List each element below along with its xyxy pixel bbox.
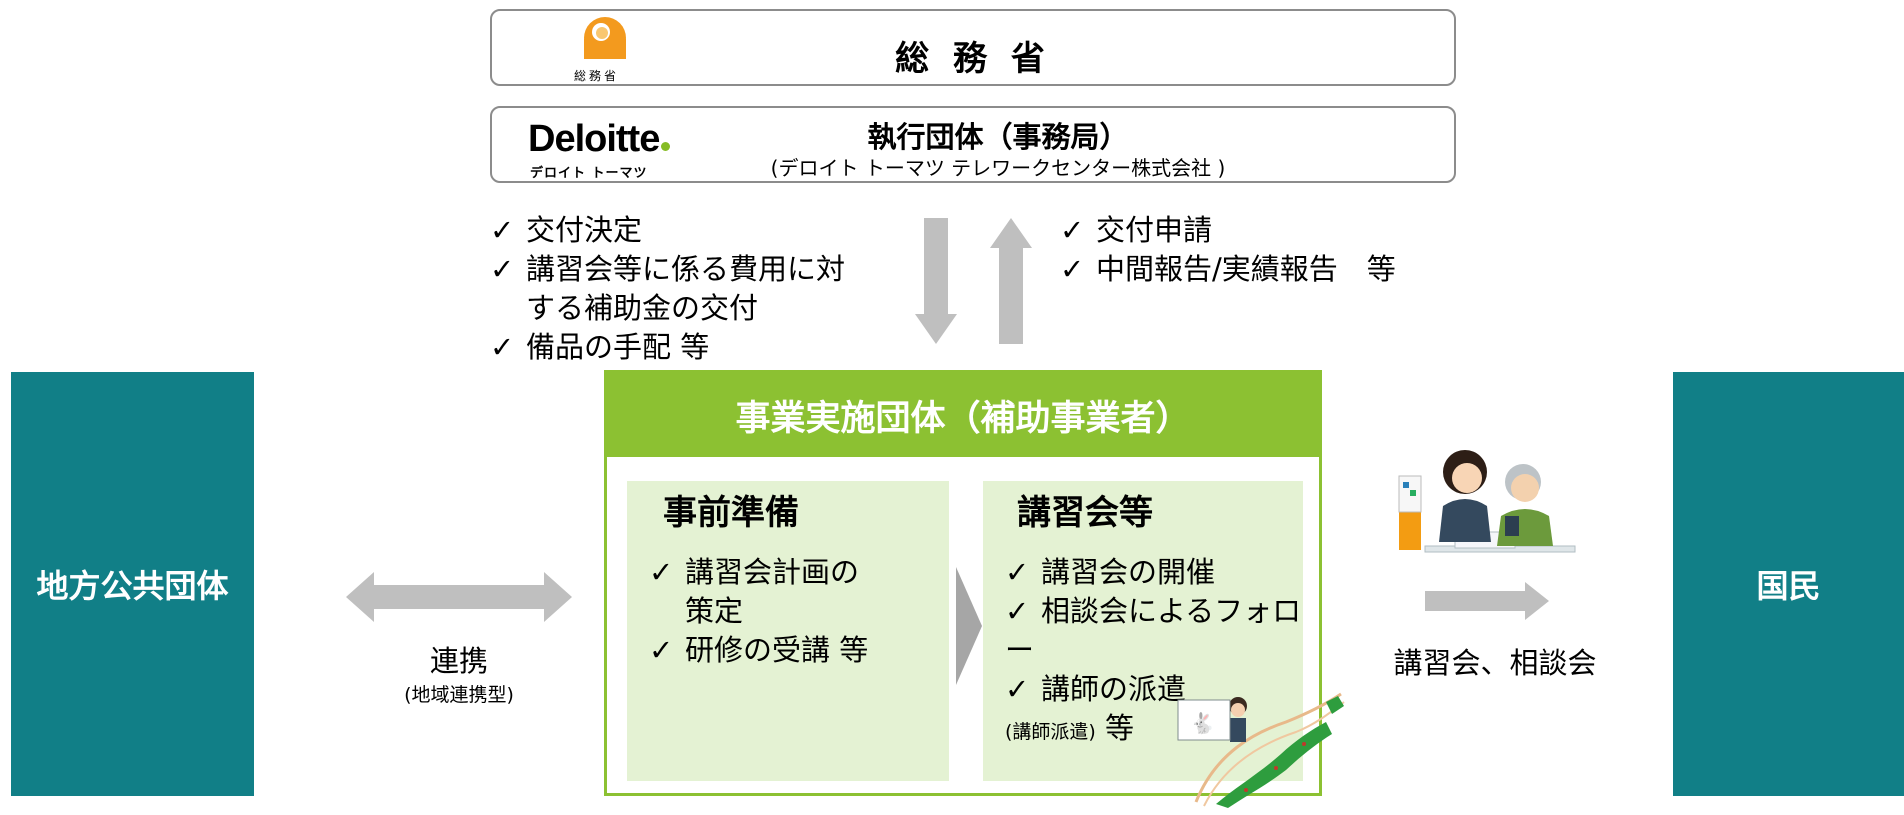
deloitte-logo-text: Deloitte	[528, 118, 660, 160]
check-icon: ✓	[1060, 213, 1085, 247]
citizens-box: 国民	[1673, 372, 1904, 796]
secretariat-box: Deloitte デロイト トーマツ 執行団体（事務局） (デロイト トーマツ …	[490, 106, 1456, 183]
deloitte-logo: Deloitte	[528, 118, 671, 161]
check-icon: ✓	[490, 252, 515, 286]
check-icon: ✓	[649, 555, 674, 589]
ministry-logo-text: 総務省	[574, 69, 620, 83]
list-item: ✓相談会によるフォロー	[1005, 594, 1302, 667]
upward-items-list: ✓交付申請 ✓中間報告/実績報告 等	[1060, 211, 1396, 289]
check-icon: ✓	[1005, 672, 1030, 706]
ministry-title: 総 務 省	[895, 39, 1051, 79]
consultation-illustration	[1398, 450, 1576, 553]
list-item: ✓講習会計画の	[649, 553, 868, 592]
list-item: する補助金の交付	[526, 291, 759, 325]
secretariat-subtitle: (デロイト トーマツ テレワークセンター株式会社 )	[770, 156, 1226, 180]
secretariat-title: 執行団体（事務局）	[867, 120, 1129, 154]
lectures-list: ✓講習会の開催 ✓相談会によるフォロー ✓講師の派遣 (講師派遣) 等	[1005, 553, 1303, 752]
list-item: (講師派遣) 等	[1005, 711, 1135, 745]
delivery-label: 講習会、相談会	[1393, 646, 1597, 680]
list-item: ✓中間報告/実績報告 等	[1060, 250, 1396, 289]
check-icon: ✓	[490, 330, 515, 364]
lectures-title: 講習会等	[1017, 493, 1153, 533]
japan-map-illustration: 🐇	[1177, 692, 1345, 808]
ministry-logo-icon	[584, 17, 626, 59]
downward-items-list: ✓交付決定 ✓講習会等に係る費用に対 する補助金の交付 ✓備品の手配 等	[490, 211, 845, 367]
svg-text:🐇: 🐇	[1190, 711, 1215, 735]
check-icon: ✓	[1005, 594, 1030, 628]
implementer-title: 事業実施団体（補助事業者）	[607, 373, 1319, 457]
process-arrow-icon	[956, 567, 982, 685]
check-icon: ✓	[649, 633, 674, 667]
list-item: ✓備品の手配 等	[490, 328, 845, 367]
preparation-panel: 事前準備 ✓講習会計画の 策定 ✓研修の受講 等	[627, 481, 949, 781]
local-government-box: 地方公共団体	[11, 372, 254, 796]
arrow-right-icon	[1425, 582, 1549, 620]
arrow-down-icon	[915, 218, 957, 344]
list-item: ✓交付決定	[490, 211, 845, 250]
deloitte-logo-kana: デロイト トーマツ	[530, 166, 648, 181]
list-item: 策定	[685, 594, 744, 628]
list-item: ✓研修の受講 等	[649, 631, 868, 670]
deloitte-dot-icon	[661, 142, 671, 151]
check-icon: ✓	[1060, 252, 1085, 286]
check-icon: ✓	[490, 213, 515, 247]
ministry-box: 総務省 総 務 省	[490, 9, 1456, 86]
cooperation-sublabel: (地域連携型)	[404, 684, 514, 706]
preparation-list: ✓講習会計画の 策定 ✓研修の受講 等	[649, 553, 868, 670]
preparation-title: 事前準備	[663, 493, 799, 533]
local-government-label: 地方公共団体	[36, 567, 229, 605]
list-item: ✓交付申請	[1060, 211, 1396, 250]
list-item: ✓講師の派遣	[1005, 670, 1303, 709]
citizens-label: 国民	[1756, 567, 1821, 605]
cooperation-label: 連携	[429, 644, 488, 678]
list-item: ✓講習会の開催	[1005, 553, 1303, 592]
double-arrow-icon	[346, 572, 572, 622]
list-item: ✓講習会等に係る費用に対	[490, 250, 845, 289]
check-icon: ✓	[1005, 555, 1030, 589]
arrow-up-icon	[990, 218, 1032, 344]
lectures-panel: 講習会等 ✓講習会の開催 ✓相談会によるフォロー ✓講師の派遣 (講師派遣) 等	[983, 481, 1303, 781]
